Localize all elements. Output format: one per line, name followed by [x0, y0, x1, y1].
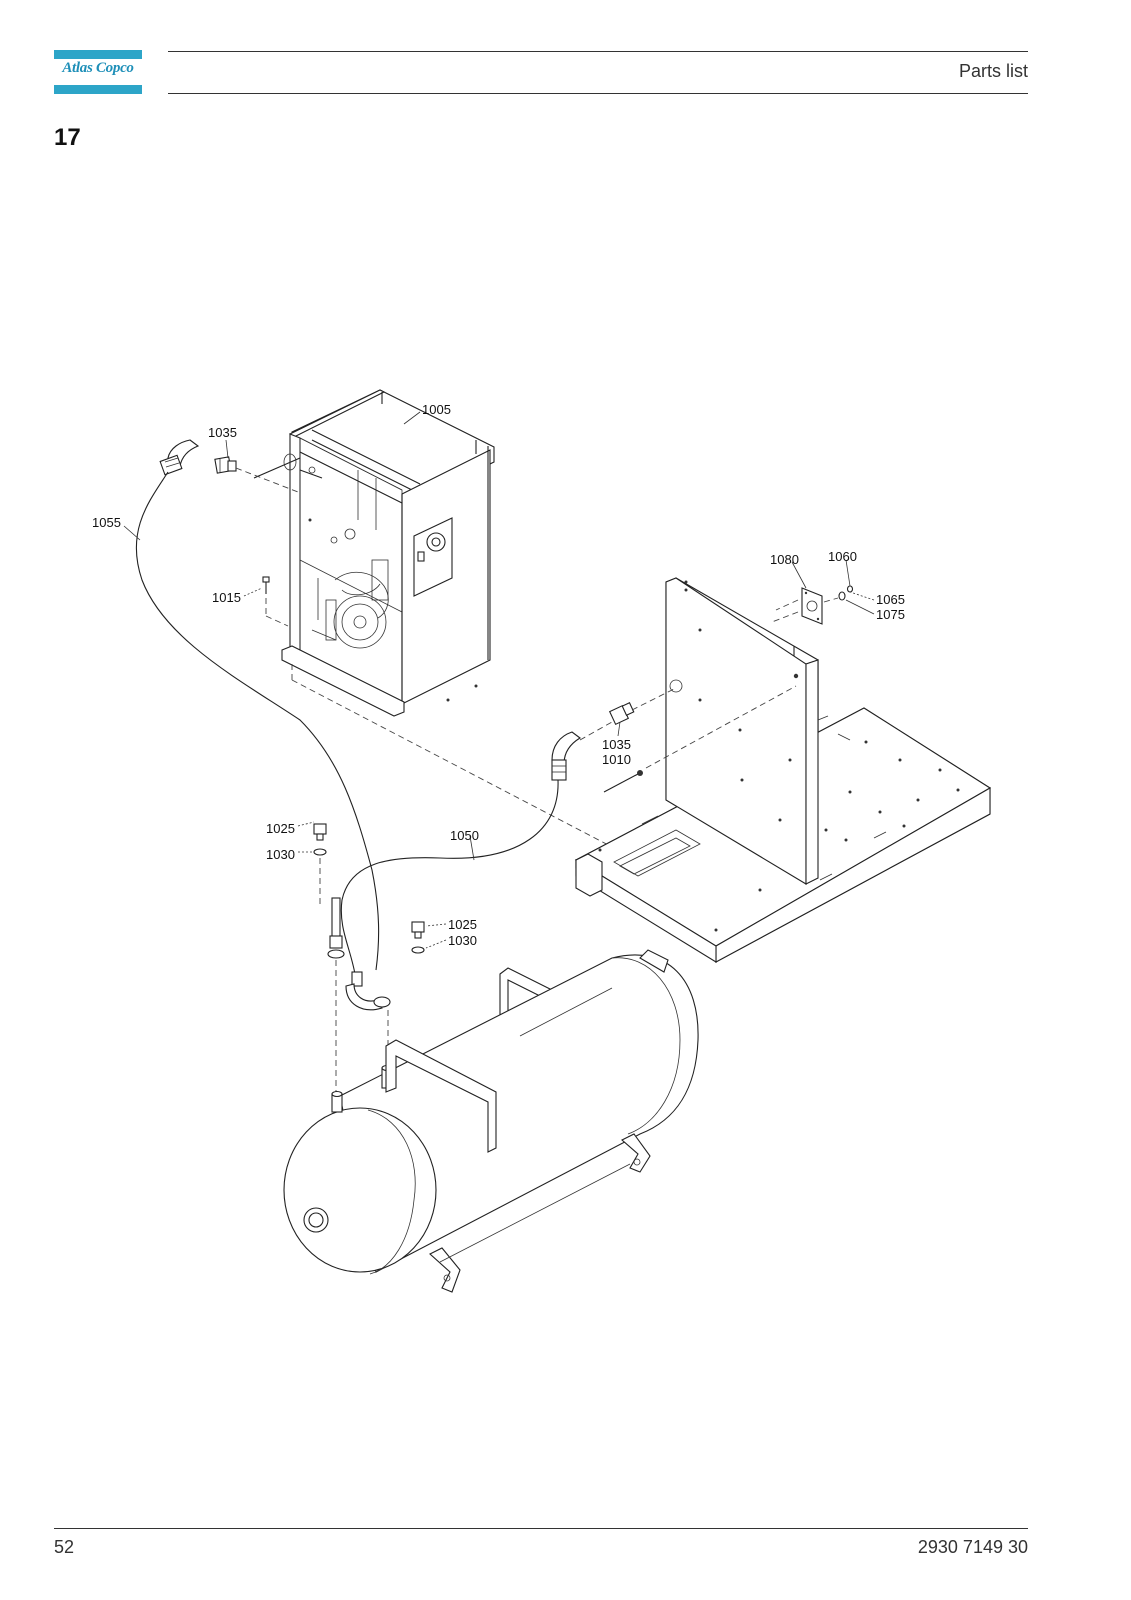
- upper-elbow-fitting: [159, 439, 200, 476]
- callout-1030-right: 1030: [448, 933, 477, 948]
- header-top-rule: [168, 51, 1028, 52]
- middle-elbow-fitting: [551, 731, 581, 781]
- seal-ring-1030-left: [313, 848, 327, 856]
- rod-1010: [603, 770, 643, 793]
- footer-rule: [54, 1528, 1028, 1529]
- support-frame: [574, 577, 992, 963]
- document-number: 2930 7149 30: [917, 1537, 1028, 1557]
- seal-ring-1030-right: [411, 946, 425, 954]
- section-number: 17: [54, 124, 81, 151]
- callout-1025-left: 1025: [266, 821, 295, 836]
- vertical-pipe: [327, 897, 345, 959]
- callout-1050: 1050: [450, 828, 479, 843]
- logo-top-bar: [54, 50, 142, 59]
- air-receiver-tank: [283, 949, 699, 1293]
- plug-1025-left: [313, 823, 327, 841]
- callout-1065: 1065: [876, 592, 905, 607]
- plug-1025-right: [411, 921, 425, 939]
- callout-1005: 1005: [422, 402, 451, 417]
- header-bottom-rule: [168, 93, 1028, 94]
- callout-1080: 1080: [770, 552, 799, 567]
- callout-1035-upper: 1035: [208, 425, 237, 440]
- logo-bottom-bar: [54, 85, 142, 94]
- callout-1015: 1015: [212, 590, 241, 605]
- callout-1055: 1055: [92, 515, 121, 530]
- nut-washer-set: [838, 585, 854, 601]
- callout-1035-middle: 1035: [602, 737, 631, 752]
- callout-1010: 1010: [602, 752, 631, 767]
- dryer-unit: [253, 389, 495, 717]
- callout-1075: 1075: [876, 607, 905, 622]
- callout-1025-right: 1025: [448, 917, 477, 932]
- atlas-copco-logo: Atlas Copco: [54, 50, 142, 94]
- callout-leaders: [123, 411, 875, 949]
- screw-1015: [262, 576, 270, 594]
- cover-plate-1080: [801, 587, 823, 625]
- logo-wordmark: Atlas Copco: [62, 60, 134, 76]
- page-number: 52: [54, 1537, 75, 1557]
- hose-1050-end: [345, 971, 391, 1011]
- middle-nipple-fitting: [608, 702, 635, 726]
- callout-1060: 1060: [828, 549, 857, 564]
- upper-nipple-fitting: [214, 456, 237, 474]
- header-title: Parts list: [958, 61, 1028, 81]
- hose-1055: [135, 471, 380, 971]
- hose-1050: [340, 779, 559, 981]
- callout-1030-left: 1030: [266, 847, 295, 862]
